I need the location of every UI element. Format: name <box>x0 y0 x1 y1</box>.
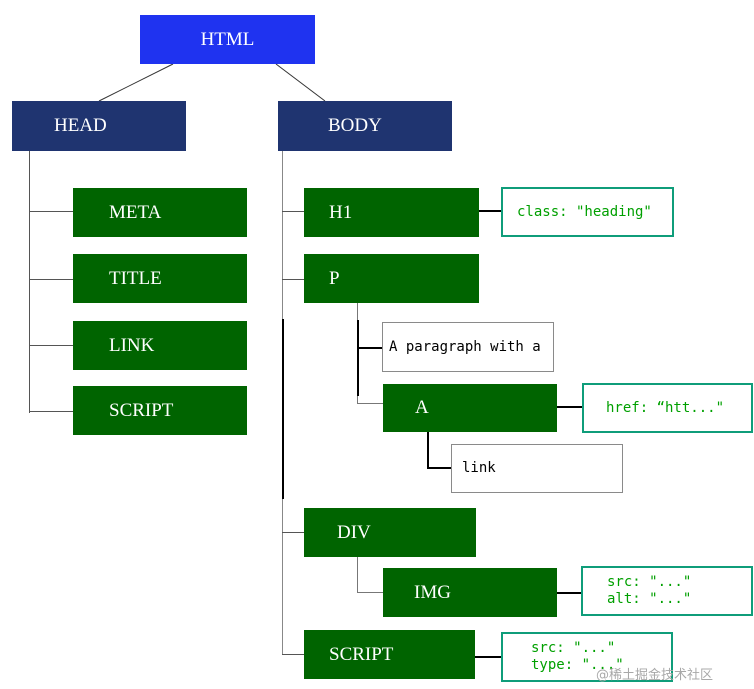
body-h1-branch <box>282 211 304 212</box>
meta-node-label: META <box>109 201 162 223</box>
body-p-branch <box>282 279 304 280</box>
body-trunk-line-lower <box>282 499 283 655</box>
img-attributes: src: "..." alt: "..." <box>581 566 753 616</box>
div-node-label: DIV <box>337 521 371 543</box>
h1-node-label: H1 <box>329 201 353 223</box>
a-href-text: href: “htt..." <box>606 399 725 416</box>
body-trunk-line-upper <box>282 151 283 319</box>
html-to-body-line <box>275 63 326 102</box>
a-text-node: link <box>451 444 623 493</box>
script-body-node: SCRIPT <box>304 630 475 679</box>
img-alt-text: alt: "..." <box>607 591 692 607</box>
watermark: @稀土掘金技术社区 <box>596 668 714 683</box>
div-node: DIV <box>304 508 476 557</box>
title-node: TITLE <box>73 254 247 303</box>
head-title-branch <box>29 279 73 280</box>
img-node-label: IMG <box>414 581 451 603</box>
meta-node: META <box>73 188 247 237</box>
a-node-label: A <box>415 397 429 418</box>
img-src-text: src: "..." <box>607 574 692 590</box>
script-attr-connector <box>475 656 502 658</box>
a-text-content: link <box>462 460 496 476</box>
a-node: A <box>383 384 557 432</box>
body-node-label: BODY <box>328 115 382 136</box>
img-node: IMG <box>383 568 557 617</box>
link-node-label: LINK <box>109 334 155 356</box>
p-text-content: A paragraph with a <box>389 338 541 355</box>
head-node-label: HEAD <box>54 115 107 136</box>
body-script-branch <box>282 654 304 655</box>
a-attr-connector <box>557 406 583 408</box>
a-trunk-line <box>427 432 429 469</box>
head-link-branch <box>29 345 73 346</box>
script-head-node: SCRIPT <box>73 386 247 435</box>
p-node: P <box>304 254 479 303</box>
script-body-node-label: SCRIPT <box>329 643 394 665</box>
html-node: HTML <box>140 15 315 64</box>
script-head-node-label: SCRIPT <box>109 399 174 421</box>
html-to-head-line <box>98 63 174 102</box>
p-node-label: P <box>329 267 340 289</box>
h1-attr-connector <box>479 210 502 212</box>
head-trunk-line <box>29 151 30 413</box>
head-node: HEAD <box>12 101 186 151</box>
head-script-branch <box>29 411 73 412</box>
img-attr-connector <box>557 592 582 594</box>
script-src-text: src: "..." <box>531 640 616 656</box>
link-node: LINK <box>73 321 247 370</box>
p-trunk-dark <box>357 320 359 396</box>
div-img-branch <box>357 592 383 593</box>
body-div-branch <box>282 532 304 533</box>
body-trunk-line-middle <box>282 319 284 499</box>
h1-class-text: class: "heading" <box>517 203 652 220</box>
div-trunk-line <box>357 557 358 593</box>
body-node: BODY <box>278 101 452 151</box>
a-link-branch <box>427 467 452 469</box>
html-node-label: HTML <box>200 28 255 50</box>
p-text-node: A paragraph with a <box>382 322 554 372</box>
script-attributes: src: "..." type: "..." <box>501 632 673 682</box>
p-text-branch <box>357 347 383 349</box>
p-a-branch <box>357 403 383 404</box>
h1-class-attribute: class: "heading" <box>501 187 674 237</box>
a-href-attribute: href: “htt..." <box>582 383 753 433</box>
title-node-label: TITLE <box>109 267 162 289</box>
h1-node: H1 <box>304 188 479 237</box>
script-type-text: type: "..." <box>531 657 624 673</box>
head-meta-branch <box>29 211 73 212</box>
